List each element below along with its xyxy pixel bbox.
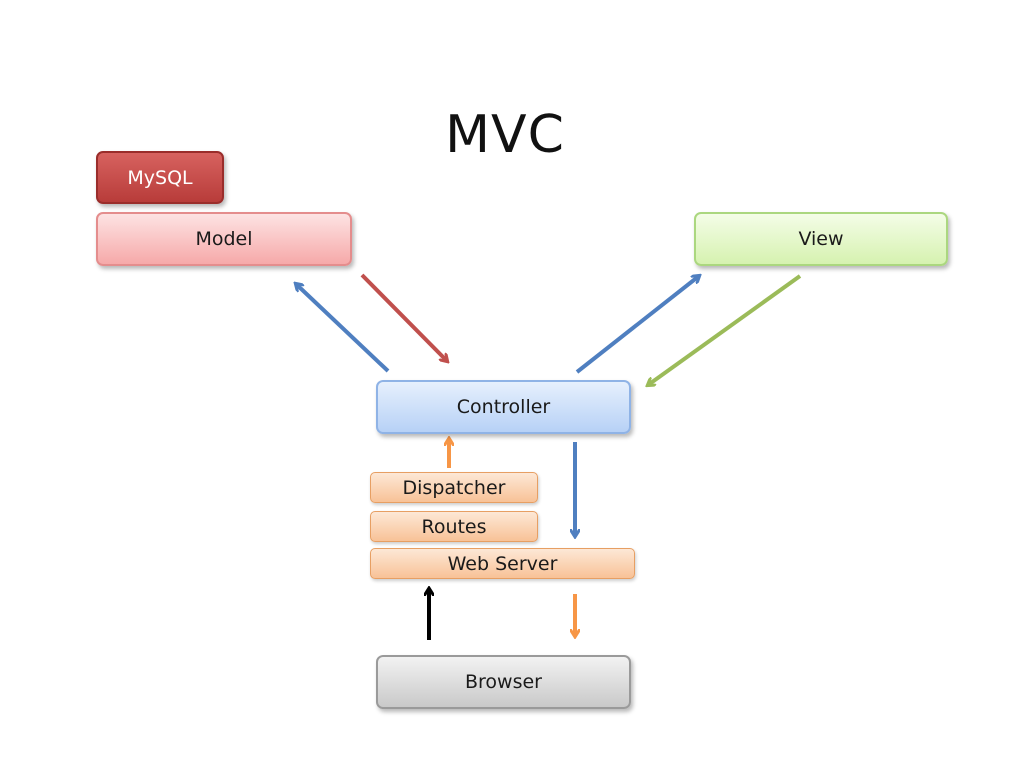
browser-node: Browser (376, 655, 631, 709)
routes-node: Routes (370, 511, 538, 542)
arrow-controller-to-model (296, 284, 390, 373)
arrow-view-to-controller (648, 274, 802, 385)
controller-node: Controller (376, 380, 631, 434)
mysql-node: MySQL (96, 151, 224, 204)
model-node: Model (96, 212, 352, 266)
arrow-model-to-controller (360, 273, 447, 361)
dispatcher-node: Dispatcher (370, 472, 538, 503)
view-node: View (694, 212, 948, 266)
arrow-controller-to-view (575, 276, 699, 374)
diagram-title: MVC (445, 105, 565, 165)
web-server-node: Web Server (370, 548, 635, 579)
